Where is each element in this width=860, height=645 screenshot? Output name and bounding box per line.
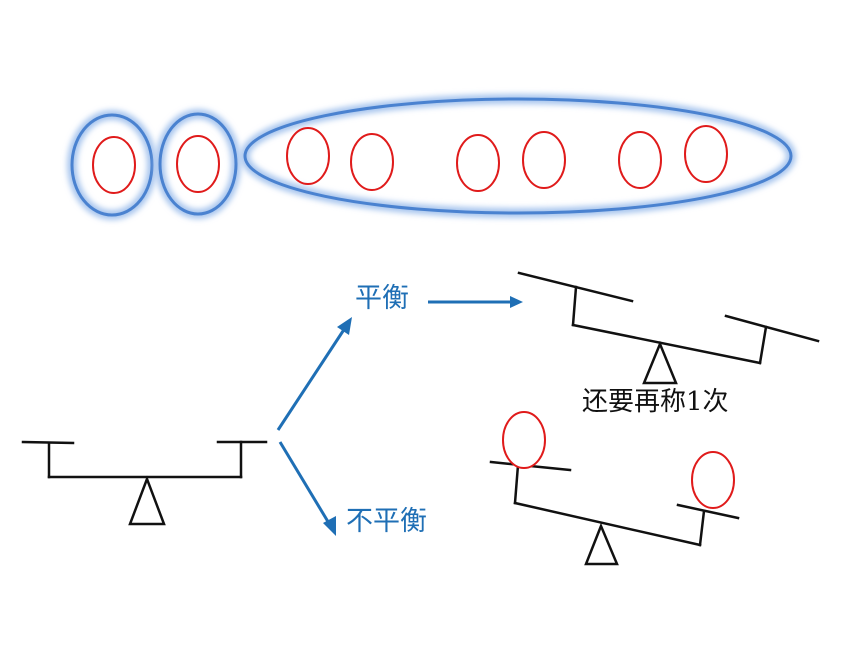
label-weigh-again: 还要再称1次 — [582, 387, 729, 417]
ball — [522, 131, 566, 189]
fulcrum — [642, 340, 678, 385]
ball — [92, 136, 136, 194]
ball-right-pan — [691, 451, 735, 509]
scale-balanced — [517, 271, 820, 385]
ball-left-pan — [502, 411, 546, 469]
scale-unbalanced — [489, 411, 740, 566]
scale-initial — [21, 440, 268, 526]
ball — [456, 134, 500, 192]
ball — [684, 125, 728, 183]
label-balanced: 平衡 — [355, 283, 409, 314]
label-unbalanced: 不平衡 — [346, 506, 427, 537]
branch-arrows — [276, 296, 523, 536]
fulcrum — [128, 475, 166, 526]
arrow-up — [276, 327, 347, 431]
group-single-a — [67, 110, 157, 220]
fulcrum — [584, 522, 619, 566]
arrow-down — [278, 441, 332, 526]
ball — [176, 135, 220, 193]
ball — [350, 133, 394, 191]
ball-groups — [67, 94, 796, 220]
ball — [286, 127, 330, 185]
group-single-b — [155, 109, 241, 219]
ball — [618, 131, 662, 189]
group-of-six — [240, 94, 796, 218]
